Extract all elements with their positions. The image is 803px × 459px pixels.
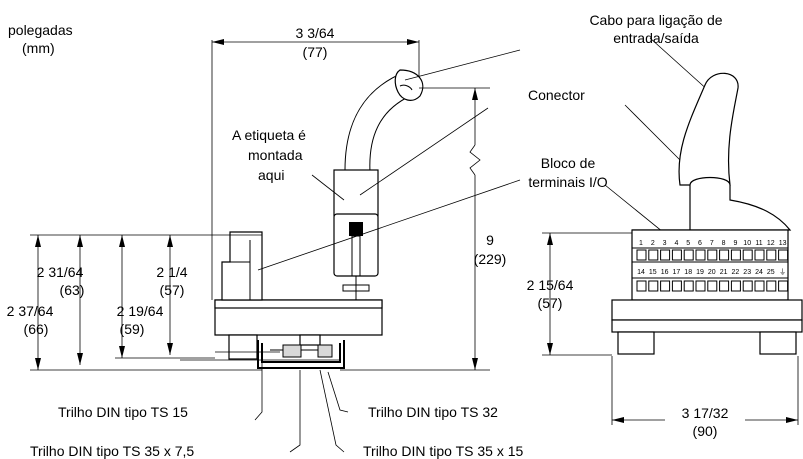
terminal-number: 15 <box>649 269 657 276</box>
terminal-slot <box>648 280 659 292</box>
terminal-slot <box>695 280 706 292</box>
right-h-mm: (57) <box>538 295 563 311</box>
terminal-slot <box>766 280 777 292</box>
terminal-number: 6 <box>698 240 702 247</box>
terminal-slot <box>636 249 647 261</box>
terminal-number: 5 <box>686 240 690 247</box>
terminal-slot <box>730 249 741 261</box>
terminal-slot <box>648 249 659 261</box>
terminal-slot <box>660 249 671 261</box>
cable-callout-2: entrada/saída <box>613 30 699 46</box>
terminal-number: 25 <box>767 269 775 276</box>
terminal-slot <box>778 280 789 292</box>
terminal-slot <box>754 280 765 292</box>
cable-callout-1: Cabo para ligação de <box>589 12 722 28</box>
terminal-slot <box>778 249 789 261</box>
terminal-number: 13 <box>779 240 787 247</box>
terminal-number: 19 <box>696 269 704 276</box>
terminal-slot <box>719 249 730 261</box>
connector-callout: Conector <box>528 87 585 103</box>
terminal-number: 18 <box>684 269 692 276</box>
label-callout-1: A etiqueta é <box>232 127 306 143</box>
terminal-number: 23 <box>743 269 751 276</box>
terminal-slot <box>742 249 753 261</box>
h4-in: 2 1/4 <box>156 264 187 280</box>
terminal-number: 22 <box>732 269 740 276</box>
h3-mm: (59) <box>120 321 145 337</box>
height-total-in: 9 <box>486 232 494 248</box>
terminal-slot <box>754 249 765 261</box>
terminal-slot <box>671 249 682 261</box>
terminal-slot <box>636 280 647 292</box>
terminal-number: 16 <box>661 269 669 276</box>
terminal-slot <box>695 249 706 261</box>
terminal-callout-2: terminais I/O <box>528 174 607 190</box>
label-callout-2: montada <box>248 147 303 163</box>
terminal-number: 20 <box>708 269 716 276</box>
right-w-mm: (90) <box>693 423 718 439</box>
terminal-number: 12 <box>767 240 775 247</box>
terminal-slot <box>766 249 777 261</box>
terminal-number: 14 <box>637 269 645 276</box>
terminal-slot <box>683 249 694 261</box>
units-label: polegadas <box>8 22 73 38</box>
h3-in: 2 19/64 <box>117 303 164 319</box>
terminal-slot <box>707 249 718 261</box>
terminal-number: ⏚ <box>779 268 786 276</box>
height-total-mm: (229) <box>474 251 507 267</box>
terminal-number: 4 <box>674 240 678 247</box>
terminal-number: 10 <box>743 240 751 247</box>
terminal-slot <box>707 280 718 292</box>
right-w-in: 3 17/32 <box>682 405 729 421</box>
terminal-number: 11 <box>755 240 762 247</box>
label-callout-3: aqui <box>258 167 284 183</box>
rail-ts35x75: Trilho DIN tipo TS 35 x 7,5 <box>30 443 194 459</box>
h2-in: 2 37/64 <box>7 303 54 319</box>
h1-mm: (63) <box>60 282 85 298</box>
h1-in: 2 31/64 <box>37 264 84 280</box>
right-h-in: 2 15/64 <box>527 277 574 293</box>
terminal-number: 9 <box>733 240 737 247</box>
width-top-mm: (77) <box>303 44 328 60</box>
terminal-slot <box>742 280 753 292</box>
terminal-number: 21 <box>720 269 728 276</box>
terminal-slot <box>660 280 671 292</box>
terminal-slot <box>719 280 730 292</box>
terminal-slot <box>683 280 694 292</box>
h2-mm: (66) <box>24 321 49 337</box>
terminal-number: 7 <box>710 240 714 247</box>
terminal-number: 3 <box>663 240 667 247</box>
rail-ts32: Trilho DIN tipo TS 32 <box>368 404 498 420</box>
terminal-number: 17 <box>673 269 681 276</box>
side-view: 3 3/64 (77) <box>7 25 521 453</box>
terminal-number: 1 <box>639 240 643 247</box>
terminal-number: 2 <box>651 240 655 247</box>
terminal-callout-1: Bloco de <box>541 155 596 171</box>
rail-ts35x15: Trilho DIN tipo TS 35 x 15 <box>363 443 524 459</box>
terminal-number: 8 <box>722 240 726 247</box>
h4-mm: (57) <box>160 282 185 298</box>
terminal-slot <box>730 280 741 292</box>
terminal-slot <box>671 280 682 292</box>
units-label-mm: (mm) <box>22 40 55 56</box>
rail-ts15: Trilho DIN tipo TS 15 <box>58 404 188 420</box>
terminal-number: 24 <box>755 269 763 276</box>
width-top-in: 3 3/64 <box>296 25 335 41</box>
